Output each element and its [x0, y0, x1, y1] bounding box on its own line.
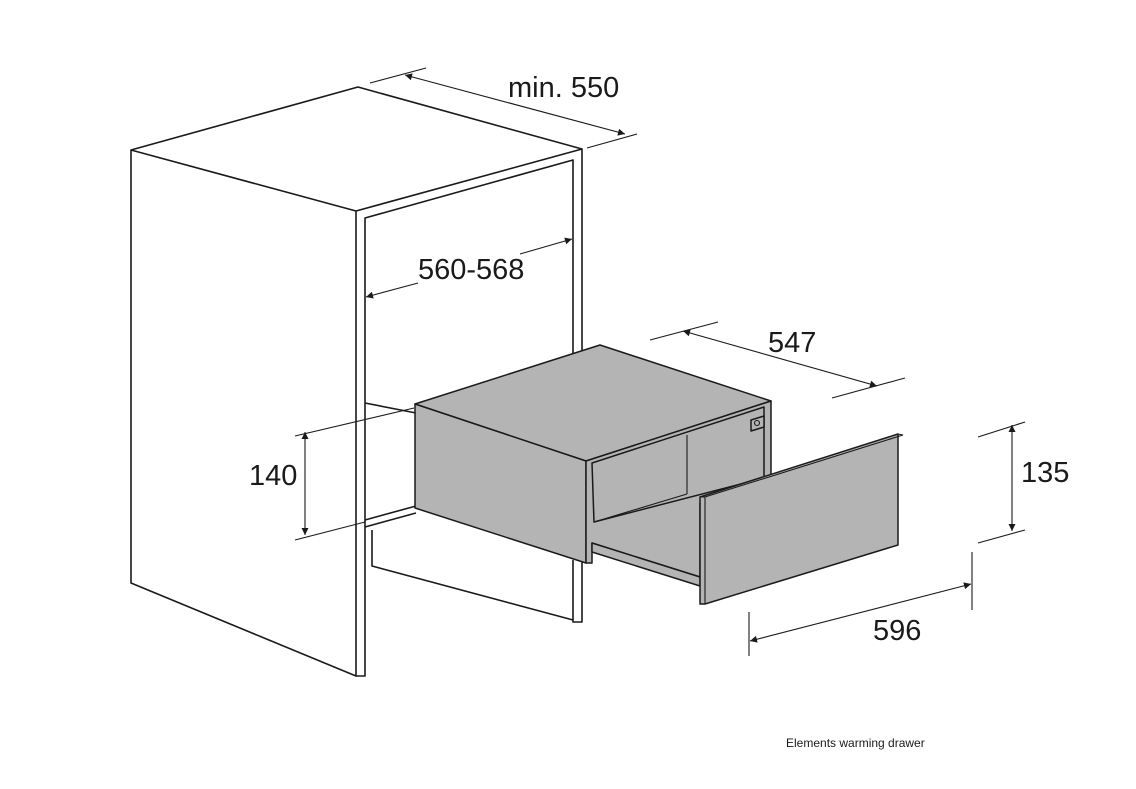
- warming-drawer: [414, 344, 904, 605]
- dimension-drawer-depth: 547: [768, 327, 816, 359]
- dimension-niche-width: 560-568: [418, 254, 524, 286]
- caption: Elements warming drawer: [786, 736, 925, 750]
- dimension-drawer-height: 135: [1021, 457, 1069, 489]
- dimension-cabinet-depth: min. 550: [508, 72, 619, 104]
- dimension-niche-height: 140: [249, 460, 297, 492]
- dimension-lines: [294, 67, 1026, 656]
- dimension-drawer-width: 596: [873, 615, 921, 647]
